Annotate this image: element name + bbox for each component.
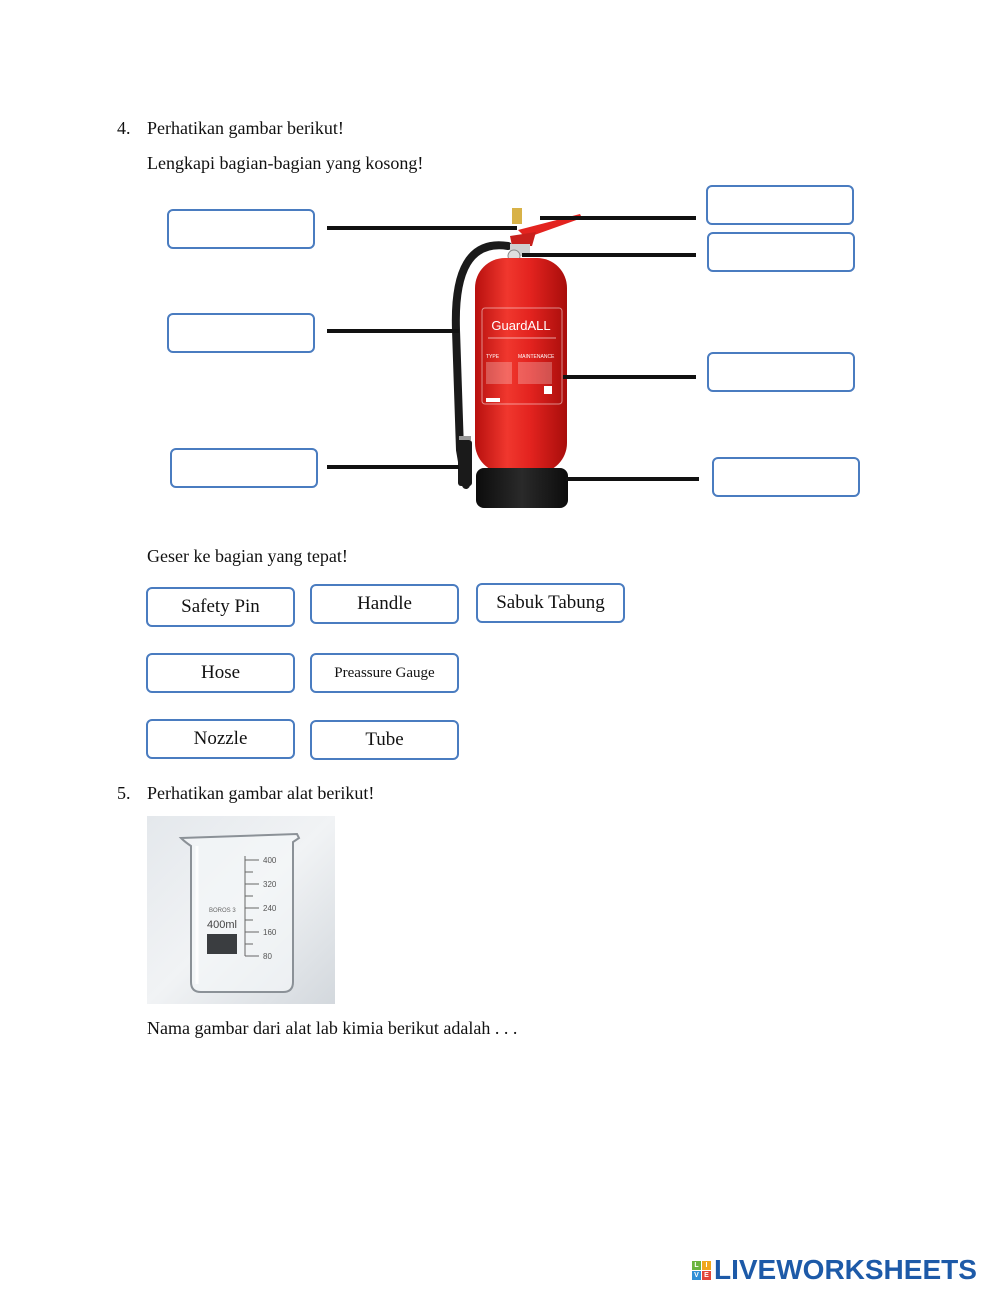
drop-box-left-1[interactable] xyxy=(167,209,315,249)
leader-line-right-3 xyxy=(563,375,696,379)
logo-text: LIVEWORKSHEETS xyxy=(714,1254,977,1285)
drop-box-right-1[interactable] xyxy=(706,185,854,225)
drag-instruction: Geser ke bagian yang tepat! xyxy=(147,546,348,566)
drop-box-left-2[interactable] xyxy=(167,313,315,353)
drop-box-left-3[interactable] xyxy=(170,448,318,488)
drop-box-right-3[interactable] xyxy=(707,352,855,392)
question-5-text: Nama gambar dari alat lab kimia berikut … xyxy=(147,1018,518,1038)
beaker-scale-80: 80 xyxy=(263,952,272,961)
chip-hose[interactable]: Hose xyxy=(146,653,295,693)
leader-line-right-4 xyxy=(566,477,699,481)
leader-line-right-1 xyxy=(540,216,696,220)
question-5-number: 5. xyxy=(117,783,131,803)
extinguisher-label-type: TYPE xyxy=(486,354,500,360)
leader-line-left-2 xyxy=(327,329,459,333)
drop-box-right-2[interactable] xyxy=(707,232,855,272)
logo-mark-icon: L I V E xyxy=(692,1260,711,1280)
chip-safety-pin[interactable]: Safety Pin xyxy=(146,587,295,627)
chip-nozzle[interactable]: Nozzle xyxy=(146,719,295,759)
drop-box-right-4[interactable] xyxy=(712,457,860,497)
question-4-instruction: Lengkapi bagian-bagian yang kosong! xyxy=(147,153,424,173)
beaker-scale-320: 320 xyxy=(263,880,277,889)
liveworksheets-logo[interactable]: L I V E LIVEWORKSHEETS xyxy=(692,1252,977,1288)
chip-tube[interactable]: Tube xyxy=(310,720,459,760)
beaker-scale-160: 160 xyxy=(263,928,277,937)
question-4-number: 4. xyxy=(117,118,131,138)
question-4-prompt: Perhatikan gambar berikut! xyxy=(147,118,344,138)
beaker-volume: 400ml xyxy=(207,919,237,931)
leader-line-right-2 xyxy=(522,253,696,257)
question-5-prompt: Perhatikan gambar alat berikut! xyxy=(147,783,375,803)
chip-handle[interactable]: Handle xyxy=(310,584,459,624)
extinguisher-label-maintenance: MAINTENANCE xyxy=(518,354,555,360)
beaker-scale-400: 400 xyxy=(263,856,277,865)
chip-sabuk-tabung[interactable]: Sabuk Tabung xyxy=(476,583,625,623)
leader-line-left-3 xyxy=(327,465,459,469)
beaker-brand: BOROS 3 xyxy=(209,908,236,914)
fire-extinguisher-image: GuardALL TYPE MAINTENANCE xyxy=(440,200,600,520)
chip-pressure-gauge[interactable]: Preassure Gauge xyxy=(310,653,459,693)
extinguisher-brand: GuardALL xyxy=(491,318,550,333)
beaker-scale-240: 240 xyxy=(263,904,277,913)
beaker-image: 400 320 240 160 80 BOROS 3 400ml xyxy=(147,816,335,1004)
leader-line-left-1 xyxy=(327,226,517,230)
